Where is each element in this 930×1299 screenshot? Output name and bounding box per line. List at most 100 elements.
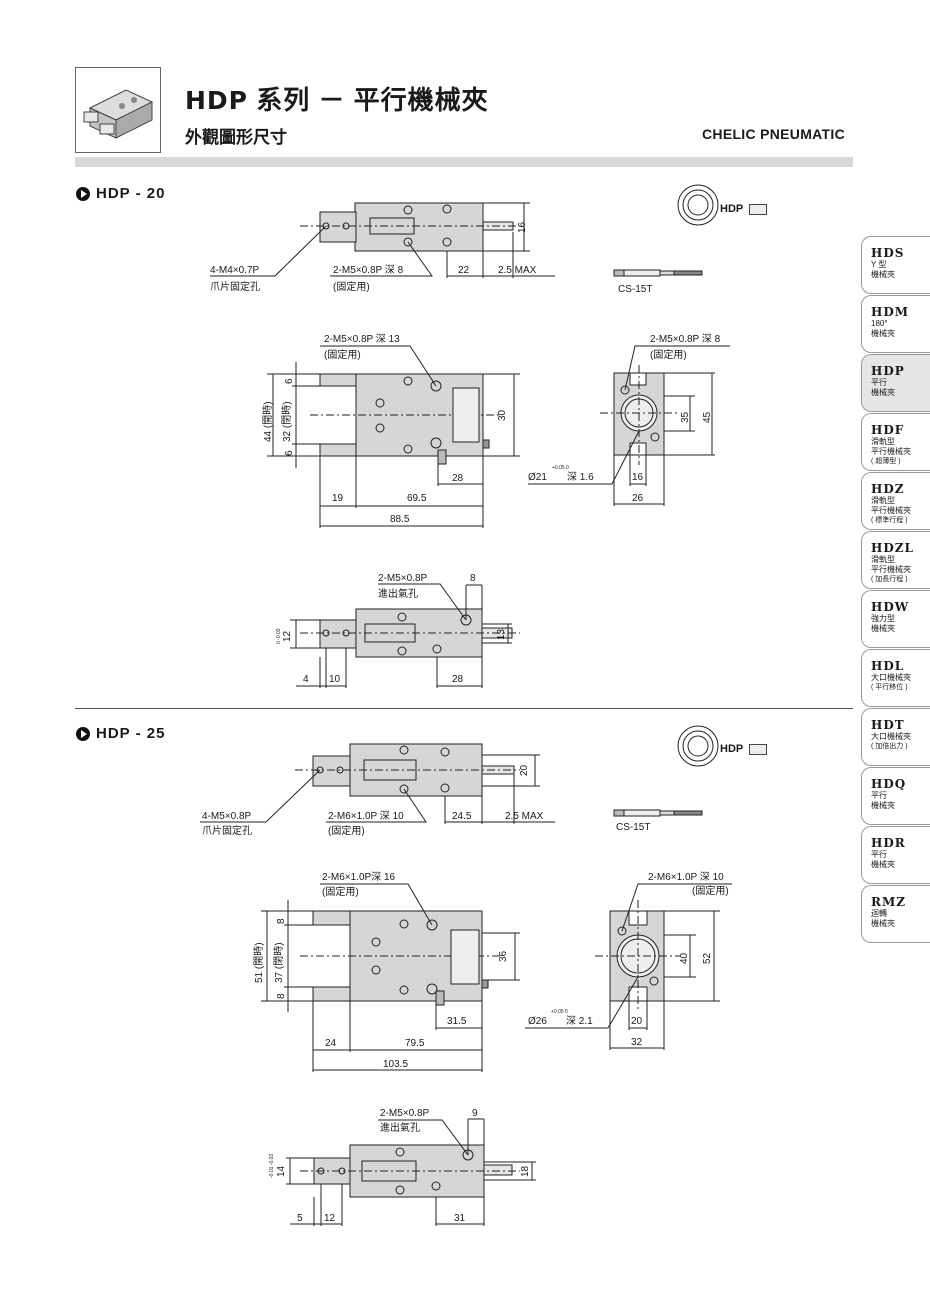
dim-label: Ø21 (528, 472, 547, 483)
dim-label: 4-M4×0.7P (210, 265, 260, 276)
hdp25-bottom-view (286, 1118, 536, 1226)
side-tab-hdt[interactable]: HDT 大口機械夾 ( 加倍出力 ) (861, 708, 930, 766)
dim-label: 30 (497, 409, 508, 421)
dim-label: 爪片固定孔 (210, 282, 260, 293)
dim-label: 2-M5×0.8P 深 13 (324, 334, 400, 345)
dim-label: 6 (284, 378, 295, 384)
dim-label: 24 (325, 1038, 337, 1049)
side-tab-hdz[interactable]: HDZ 滑軌型 平行機械夾 ( 標準行程 ) (861, 472, 930, 530)
product-side-tabs: HDS Y 型 機械夾 HDM 180° 機械夾 HDP 平行 機械夾 HDF … (861, 236, 930, 944)
brand-name: CHELIC PNEUMATIC (702, 126, 845, 142)
dim-label: 52 (702, 952, 713, 964)
dim-label: 14 (276, 1165, 287, 1177)
dim-label: 35 (680, 411, 691, 423)
dim-tolerance: +0.05 0 (552, 465, 569, 471)
sensor-badge-hdp20: HDP (720, 203, 768, 215)
dim-label: 8 (276, 918, 287, 924)
sensor-badge-hdp25: HDP (720, 743, 768, 755)
section-divider (75, 708, 853, 709)
dim-label: 2-M5×0.8P 深 8 (333, 265, 404, 276)
dim-label: 20 (631, 1016, 643, 1027)
play-bullet-icon (76, 726, 90, 741)
dim-label: 2-M5×0.8P 深 8 (650, 334, 721, 345)
side-tab-hdp[interactable]: HDP 平行 機械夾 (861, 354, 930, 412)
side-tab-hdl[interactable]: HDL 大口機械夾 ( 平行移位 ) (861, 649, 930, 707)
dim-label: 2-M5×0.8P (380, 1108, 430, 1119)
dim-label: 4-M5×0.8P (202, 811, 252, 822)
dim-label: 24.5 (452, 811, 472, 822)
dim-tolerance: +0.05 0 (551, 1009, 568, 1015)
dim-label: 進出氣孔 (378, 589, 418, 600)
page-subtitle: 外觀圖形尺寸 (185, 128, 287, 147)
dim-label: 4 (303, 674, 309, 685)
dim-label: 26 (632, 493, 644, 504)
dim-label: 28 (452, 473, 464, 484)
dim-label: 40 (679, 952, 690, 964)
dim-label: 44 (開時) (263, 401, 274, 442)
dim-label: 深 1.6 (567, 472, 594, 483)
dim-tolerance: 0 -0.03 (276, 628, 282, 644)
dim-label: 2-M5×0.8P (378, 573, 428, 584)
dim-label: 2.5 MAX (505, 811, 544, 822)
hdp20-bottom-view (290, 583, 520, 688)
hdp20-side-view (528, 345, 730, 506)
dim-label: 45 (702, 411, 713, 423)
hdp20-front-view (267, 345, 520, 528)
page-title: HDP 系列 － 平行機械夾 (185, 80, 489, 117)
dim-label: 進出氣孔 (380, 1123, 420, 1134)
dim-label: 88.5 (390, 514, 410, 525)
dim-label: (固定用) (692, 886, 729, 897)
dim-label: 16 (517, 221, 528, 233)
dim-label: 36 (498, 950, 509, 962)
dim-label: 31 (454, 1213, 466, 1224)
dim-label: (固定用) (324, 350, 361, 361)
side-tab-hdf[interactable]: HDF 滑軌型 平行機械夾 ( 超薄型 ) (861, 413, 930, 471)
dim-label: 2-M6×1.0P 深 10 (328, 811, 404, 822)
hdp25-front-view (261, 883, 520, 1072)
side-tab-rmz[interactable]: RMZ 迴轉 機械夾 (861, 885, 930, 943)
side-tab-hdzl[interactable]: HDZL 滑軌型 平行機械夾 ( 加長行程 ) (861, 531, 930, 589)
play-bullet-icon (76, 186, 90, 201)
dim-label: 32 (631, 1037, 643, 1048)
dim-label: 5 (297, 1213, 303, 1224)
side-tab-hdr[interactable]: HDR 平行 機械夾 (861, 826, 930, 884)
dim-label: (固定用) (328, 826, 365, 837)
dim-label: 19 (332, 493, 344, 504)
dim-label: 10 (329, 674, 341, 685)
dim-label: 深 2.1 (566, 1016, 593, 1027)
dim-label: 12 (324, 1213, 336, 1224)
dim-label: 2-M6×1.0P深 16 (322, 872, 396, 883)
dim-label: (固定用) (322, 887, 359, 898)
dim-label: 12 (282, 630, 293, 642)
dim-label: 爪片固定孔 (202, 826, 252, 837)
side-tab-hdw[interactable]: HDW 強力型 機械夾 (861, 590, 930, 648)
dim-label: 20 (519, 764, 530, 776)
dim-label: (固定用) (650, 350, 687, 361)
title-model: HDP (185, 86, 248, 115)
hdp20-top-view (210, 202, 555, 278)
section-heading-hdp20: HDP - 20 (76, 185, 165, 202)
title-series: 系列 － 平行機械夾 (256, 85, 489, 115)
badge-box-icon (749, 203, 768, 215)
dim-label: 8 (276, 993, 287, 999)
product-thumbnail (75, 67, 161, 153)
dim-label: 103.5 (383, 1059, 409, 1070)
hdp25-side-view (525, 883, 732, 1050)
dim-label: 37 (閉時) (274, 942, 285, 983)
side-tab-hdm[interactable]: HDM 180° 機械夾 (861, 295, 930, 353)
dim-label: 16 (632, 472, 644, 483)
dim-tolerance: -0.01 -0.03 (269, 1153, 275, 1178)
hdp25-top-view (200, 743, 555, 824)
dim-label: 22 (458, 265, 470, 276)
dim-label: 51 (開時) (254, 942, 265, 983)
dim-label: 9 (472, 1108, 478, 1119)
dim-label: 79.5 (405, 1038, 425, 1049)
dim-label: 31.5 (447, 1016, 467, 1027)
side-tab-hdq[interactable]: HDQ 平行 機械夾 (861, 767, 930, 825)
side-tab-hds[interactable]: HDS Y 型 機械夾 (861, 236, 930, 294)
dim-label: 69.5 (407, 493, 427, 504)
badge-box-icon (749, 743, 768, 755)
dim-label: 28 (452, 674, 464, 685)
sensor-model-label: CS-15T (618, 284, 653, 295)
